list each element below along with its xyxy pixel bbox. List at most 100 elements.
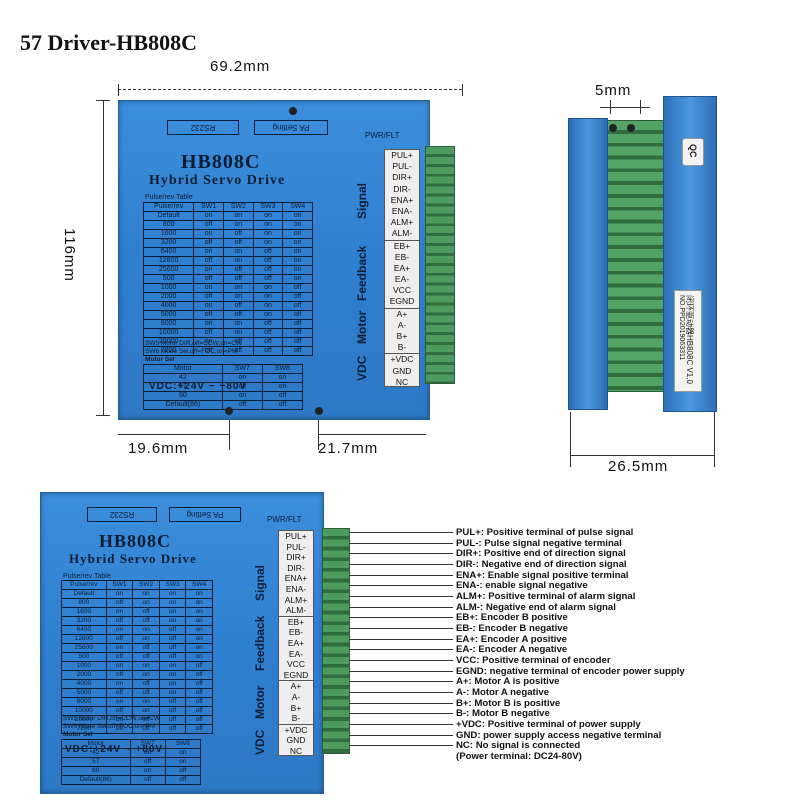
width-tick-left — [118, 84, 119, 96]
table-cell: on — [193, 301, 224, 311]
table-cell: off — [252, 247, 284, 257]
table-cell: on — [261, 382, 304, 392]
table-cell: on — [222, 319, 254, 329]
driver-front-view-bottom: RS232 PA Setting PWR/FLT HB808C Hybrid S… — [40, 492, 324, 794]
side-hole — [627, 124, 635, 132]
table-cell: on — [105, 661, 134, 671]
table-cell: off — [105, 688, 134, 698]
table-cell: off — [158, 715, 187, 725]
table-cell: off — [252, 274, 284, 284]
driver-front-view-top: RS232 PA Setting PWR/FLT HB808C Hybrid S… — [118, 100, 430, 420]
pin-label: ALM+ — [390, 217, 414, 228]
pin-description: EB-: Encoder B negative — [456, 622, 568, 634]
vdc-label: VDC:+24V ~ +80V — [149, 381, 248, 392]
page-title: 57 Driver-HB808C — [20, 30, 197, 55]
table-cell: off — [158, 724, 187, 734]
pin-label: A- — [397, 319, 407, 330]
table-cell: on — [158, 688, 187, 698]
leader-line — [349, 627, 453, 629]
table-cell: 800 — [61, 598, 107, 608]
pin-description: +VDC: Positive terminal of power supply — [456, 718, 641, 730]
gap-dimension: 5mm — [595, 82, 632, 99]
pin-label: EB- — [288, 627, 304, 638]
table-cell: off — [185, 688, 213, 698]
pin-description: VCC: Positive terminal of encoder — [456, 654, 611, 666]
pin-description: DIR-: Negative end of direction signal — [456, 558, 627, 570]
table-cell: 8000 — [142, 319, 195, 329]
table-header-cell: SW3 — [252, 202, 284, 212]
pin-description: EGND: negative terminal of encoder power… — [456, 665, 685, 677]
table-cell: off — [252, 265, 284, 275]
table-cell: off — [129, 775, 166, 785]
table-cell: off — [193, 220, 224, 230]
pin-description: NC: No signal is connected — [456, 740, 581, 752]
table-cell: off — [132, 688, 160, 698]
pin-label: EA+ — [287, 637, 305, 648]
group-vdc: VDC — [253, 729, 267, 755]
pin-label: B- — [291, 713, 301, 724]
pin-label: PUL- — [392, 161, 412, 172]
pin-description: A-: Motor A negative — [456, 686, 550, 698]
height-dimension: 116mm — [61, 228, 78, 282]
table-header-cell: SW4 — [282, 202, 313, 212]
table-cell: off — [132, 679, 160, 689]
leader-line — [349, 563, 453, 565]
table-cell: on — [132, 670, 160, 680]
leader-line — [349, 723, 453, 725]
leader-line — [349, 532, 453, 533]
sw5-label: SW5 Motor DIR,off=CCW,on=CW — [63, 715, 161, 722]
table-cell: on — [193, 283, 224, 293]
terminal-block-top — [425, 146, 455, 384]
table-cell: off — [282, 292, 313, 302]
leader-line — [349, 691, 453, 693]
table-header-cell: Pulse/rev — [142, 202, 195, 212]
table-cell: 7200 — [142, 346, 195, 356]
table-cell: off — [164, 766, 202, 776]
table-cell: off — [158, 652, 187, 662]
table-cell: on — [185, 607, 213, 617]
table-cell: on — [252, 310, 284, 320]
table-cell: off — [185, 706, 213, 716]
pwr-flt-label: PWR/FLT — [267, 515, 302, 524]
rs232-label: RS232 — [167, 120, 239, 135]
table-cell: 60 — [61, 766, 131, 776]
pin-description: PUL+: Positive terminal of pulse signal — [456, 527, 634, 538]
table-cell: off — [282, 310, 313, 320]
table-cell: off — [252, 346, 284, 356]
right-hole-line — [318, 434, 426, 435]
subtitle-label: Hybrid Servo Drive — [149, 173, 286, 188]
table-cell: on — [252, 220, 284, 230]
motor-sel-label: Motor Sel — [63, 731, 93, 738]
leader-line — [349, 574, 453, 576]
table-cell: 500 — [142, 274, 195, 284]
table-cell: on — [158, 670, 187, 680]
leader-line — [349, 670, 453, 672]
table-cell: off — [282, 301, 313, 311]
pin-description: PUL-: Pulse signal negative terminal — [456, 537, 622, 549]
pin-label: EB+ — [385, 239, 419, 252]
table-cell: off — [193, 238, 224, 248]
table-cell: Default(86) — [61, 775, 131, 785]
table-cell: on — [193, 265, 224, 275]
mount-hole — [225, 407, 233, 415]
pin-label: ALM- — [285, 605, 307, 616]
table-cell: off — [105, 616, 134, 626]
table-cell: off — [252, 337, 284, 347]
leader-line — [349, 745, 453, 747]
pin-label: B+ — [290, 702, 302, 713]
table-cell: 4000 — [61, 679, 107, 689]
terminal-block-bottom — [322, 528, 350, 754]
table-cell: off — [185, 697, 213, 707]
qc-badge: QC — [682, 138, 704, 166]
